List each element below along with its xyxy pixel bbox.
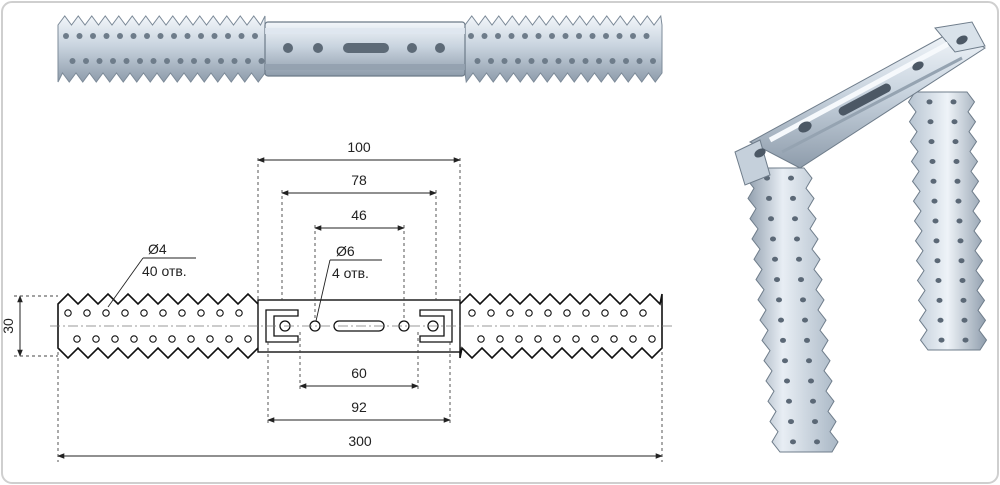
dim-100: 100 bbox=[347, 139, 371, 155]
dim-78: 78 bbox=[351, 172, 367, 188]
large-hole-count-label: 4 отв. bbox=[332, 265, 369, 281]
small-hole-diameter-label: Ø4 bbox=[148, 241, 167, 257]
dim-60: 60 bbox=[351, 365, 367, 381]
dim-30: 30 bbox=[0, 318, 16, 334]
dim-46: 46 bbox=[351, 207, 367, 223]
u-bracket-photo-icon bbox=[734, 21, 988, 453]
technical-drawing: 100 78 46 60 92 300 30 Ø4 40 отв. Ø6 4 о… bbox=[0, 139, 672, 462]
dim-92: 92 bbox=[351, 399, 367, 415]
flat-bracket-photo-icon bbox=[57, 14, 663, 84]
large-hole-diameter-label: Ø6 bbox=[336, 243, 355, 259]
dim-300: 300 bbox=[348, 433, 372, 449]
small-hole-count-label: 40 отв. bbox=[142, 263, 187, 279]
